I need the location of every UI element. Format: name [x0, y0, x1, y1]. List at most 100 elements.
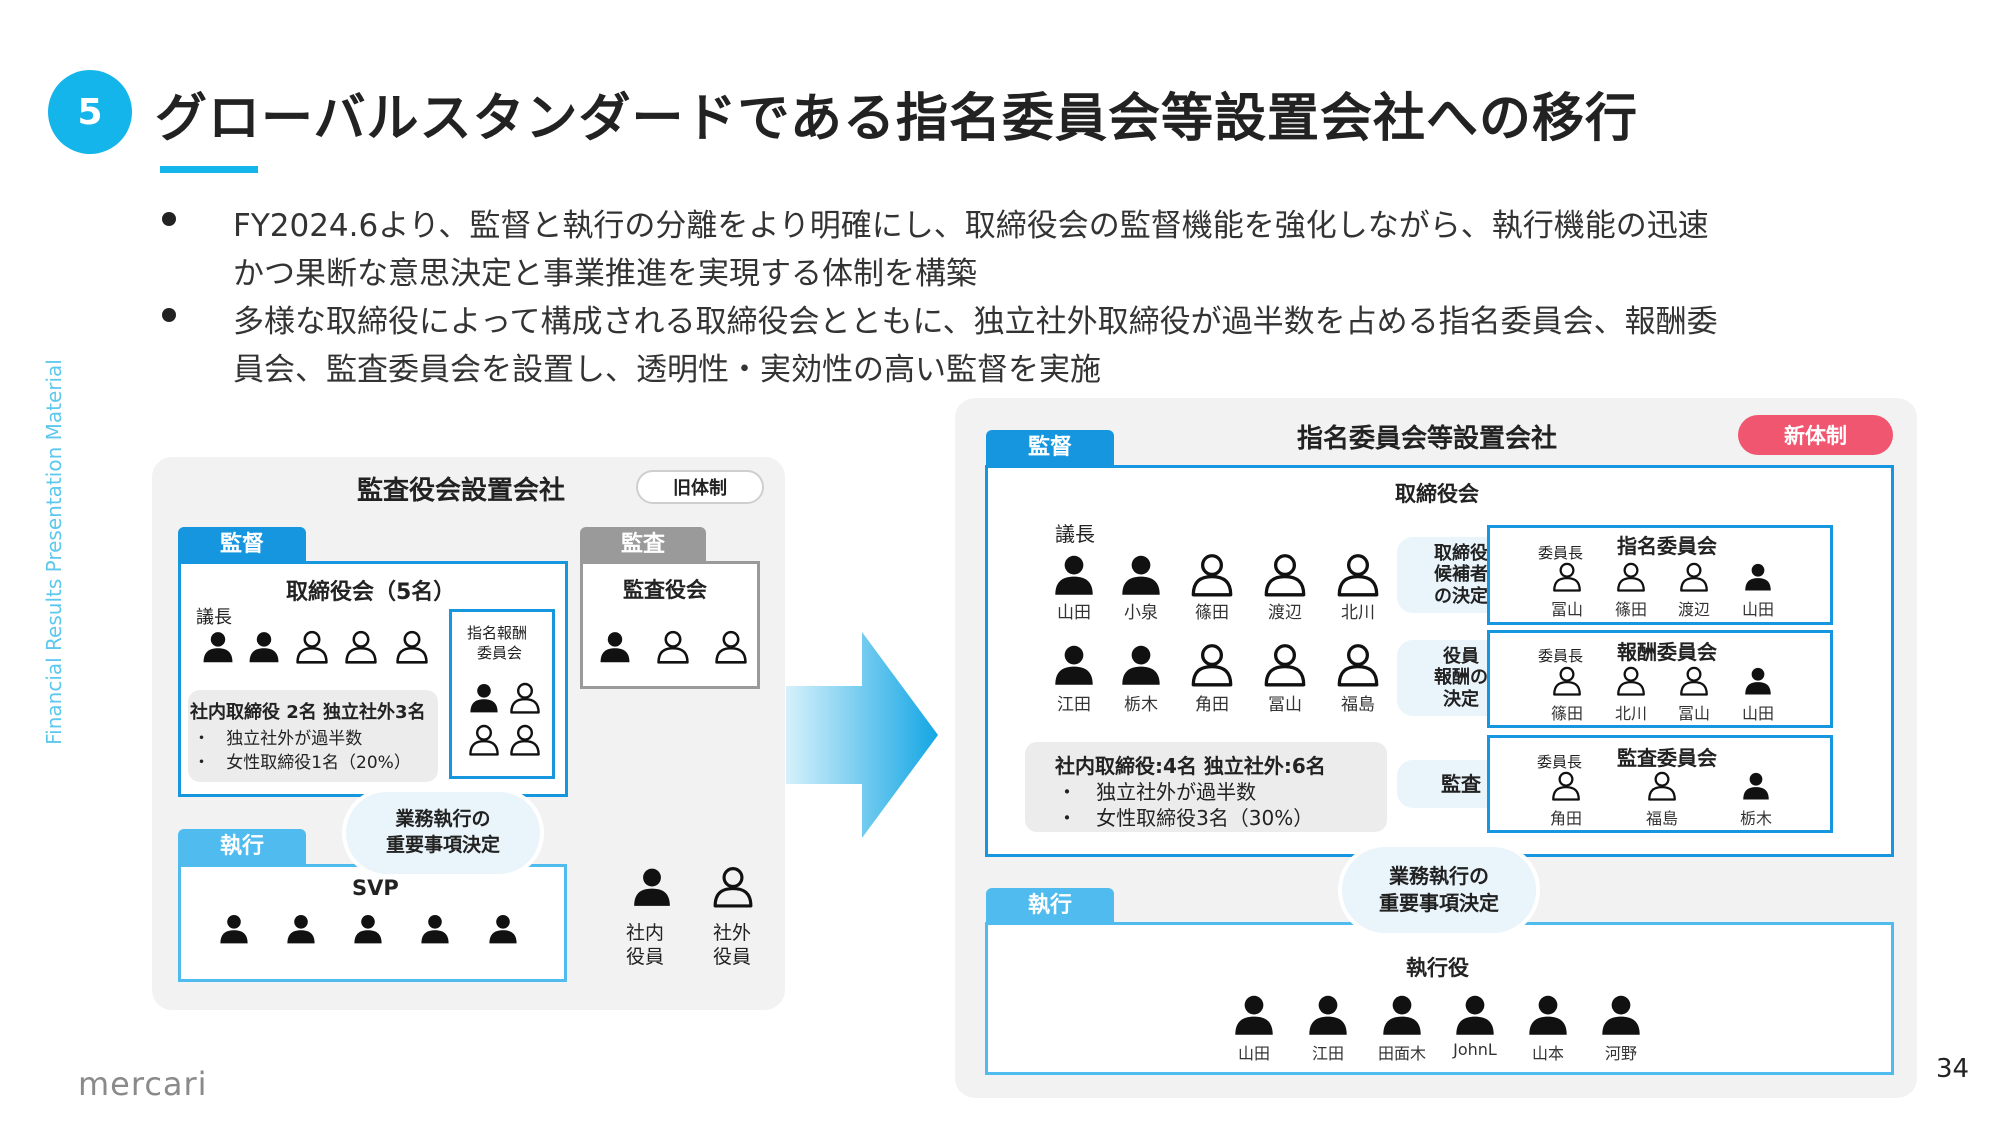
person-filled-icon: [1529, 995, 1567, 1035]
person-name-label: 山本: [1531, 1044, 1564, 1063]
person-name-label: 栃木: [1739, 809, 1772, 828]
person-name-label: 山田: [1741, 600, 1774, 619]
old-badge-label: 旧体制: [673, 478, 727, 499]
person-outline-icon: [1264, 554, 1306, 597]
person-filled-icon: [1383, 995, 1421, 1035]
new-structure-title: 指名委員会等設置会社: [1297, 424, 1558, 454]
old-chair-label: 議長: [196, 607, 232, 628]
old-audit-board-title: 監査役会: [623, 578, 707, 602]
nomination-committee-box: [1487, 525, 1833, 625]
person-outline-icon: [396, 630, 428, 664]
new-bubble-line-1: 業務執行の: [1389, 864, 1489, 888]
person-name-label: 北川: [1341, 603, 1375, 623]
new-tab-supervision-label: 監督: [1027, 435, 1072, 460]
person-outline-icon: [1617, 666, 1645, 696]
audit-committee-title: 監査委員会: [1617, 746, 1717, 770]
old-composition-title: 社内取締役 2名 独立社外3名: [190, 702, 426, 723]
person-filled-icon: [220, 915, 248, 944]
new-tab-execution: 執行: [986, 888, 1114, 924]
pill-remuneration-line-2: 報酬の: [1434, 667, 1488, 689]
person-name-label: 篠田: [1195, 603, 1229, 623]
new-composition-item-1: ・ 独立社外が過半数: [1057, 780, 1257, 804]
old-board-title: 取締役会（5名）: [286, 580, 456, 605]
bullet-text-1b: かつ果断な意思決定と事業推進を実現する体制を構築: [233, 256, 977, 292]
person-name-label: 栃木: [1124, 695, 1158, 715]
person-name-label: 山田: [1741, 704, 1774, 723]
old-tab-supervision-label: 監督: [219, 532, 264, 557]
person-name-label: 河野: [1604, 1044, 1637, 1063]
sidebar-vertical-text: Financial Results Presentation Material: [42, 359, 66, 745]
person-filled-icon: [249, 632, 279, 663]
new-composition-note: [1025, 742, 1387, 832]
old-tab-supervision: 監督: [178, 527, 306, 563]
person-outline-icon: [345, 630, 377, 664]
person-filled-icon: [1602, 995, 1640, 1035]
bullet-dot-2: [162, 308, 176, 322]
new-structure-badge: 新体制: [1738, 415, 1893, 455]
person-filled-icon: [1309, 995, 1347, 1035]
remuneration-committee-title: 報酬委員会: [1617, 640, 1717, 664]
new-tab-execution-label: 執行: [1027, 893, 1072, 918]
pill-remuneration-line-1: 役員: [1443, 645, 1479, 667]
old-composition-item-1: ・ 独立社外が過半数: [193, 729, 363, 749]
new-execution-bubble: 業務執行の重要事項決定: [1340, 845, 1538, 935]
person-name-label: 冨山: [1268, 695, 1302, 715]
pill-remuneration-line-3: 決定: [1443, 688, 1479, 710]
old-tab-audit-label: 監査: [620, 532, 665, 557]
person-filled-icon: [1456, 995, 1494, 1035]
new-badge-label: 新体制: [1784, 424, 1847, 448]
person-name-label: 冨山: [1550, 600, 1583, 619]
new-chair-label: 議長: [1055, 522, 1095, 546]
legend-inside-person-icon: [634, 868, 670, 906]
old-tab-execution-label: 執行: [219, 834, 264, 859]
person-name-label: 江田: [1311, 1044, 1344, 1063]
person-outline-icon: [715, 630, 747, 664]
new-execution-box: [985, 922, 1894, 1075]
person-outline-icon: [1648, 771, 1676, 801]
old-composition-note: [188, 690, 438, 782]
new-bubble-line-2: 重要事項決定: [1379, 891, 1499, 915]
person-filled-icon: [1745, 667, 1771, 695]
person-filled-icon: [421, 915, 449, 944]
mercari-logo: mercari: [78, 1065, 208, 1103]
person-name-label: JohnL: [1453, 1040, 1497, 1059]
person-filled-icon: [1122, 555, 1160, 595]
old-structure-badge: 旧体制: [636, 470, 764, 504]
person-name-label: 江田: [1057, 695, 1091, 715]
title-underline: [160, 166, 258, 173]
page-title: グローバルスタンダードである指名委員会等設置会社への移行: [155, 89, 1638, 149]
person-outline-icon: [510, 724, 540, 756]
old-tab-execution: 執行: [178, 829, 306, 865]
person-name-label: 田面木: [1377, 1044, 1426, 1063]
page-number: 34: [1936, 1054, 1970, 1084]
person-filled-icon: [1122, 645, 1160, 685]
person-filled-icon: [1055, 645, 1093, 685]
person-name-label: 冨山: [1677, 704, 1710, 723]
person-outline-icon: [657, 630, 689, 664]
audit-chair-label: 委員長: [1537, 753, 1583, 771]
audit-committee-box: [1487, 735, 1833, 833]
old-audit-board-box: [580, 561, 760, 689]
person-name-label: 角田: [1195, 695, 1229, 715]
person-filled-icon: [1235, 995, 1273, 1035]
person-filled-icon: [489, 915, 517, 944]
bullet-text-2b: 員会、監査委員会を設置し、透明性・実効性の高い監督を実施: [233, 352, 1101, 388]
remuneration-chair-label: 委員長: [1538, 647, 1584, 665]
new-board-title: 取締役会: [1395, 482, 1479, 506]
bullet-text-1a: FY2024.6より、監督と執行の分離をより明確にし、取締役会の監督機能を強化し…: [233, 208, 1709, 244]
person-name-label: 渡辺: [1268, 603, 1302, 623]
new-composition-title: 社内取締役:4名 独立社外:6名: [1055, 754, 1326, 778]
legend-inside-label-2: 役員: [626, 946, 665, 968]
person-filled-icon: [600, 632, 630, 663]
old-execution-bubble: 業務執行の重要事項決定: [344, 790, 542, 876]
legend-outside-label-1: 社外: [713, 922, 752, 944]
person-outline-icon: [1680, 562, 1708, 592]
pill-nomination-line-1: 取締役: [1434, 542, 1488, 564]
nomination-chair-label: 委員長: [1538, 544, 1584, 562]
person-filled-icon: [1745, 563, 1771, 591]
person-outline-icon: [1337, 644, 1379, 687]
old-bubble-line-1: 業務執行の: [395, 808, 491, 831]
person-outline-icon: [1680, 666, 1708, 696]
person-outline-icon: [1191, 644, 1233, 687]
executives-title: 執行役: [1406, 956, 1469, 980]
